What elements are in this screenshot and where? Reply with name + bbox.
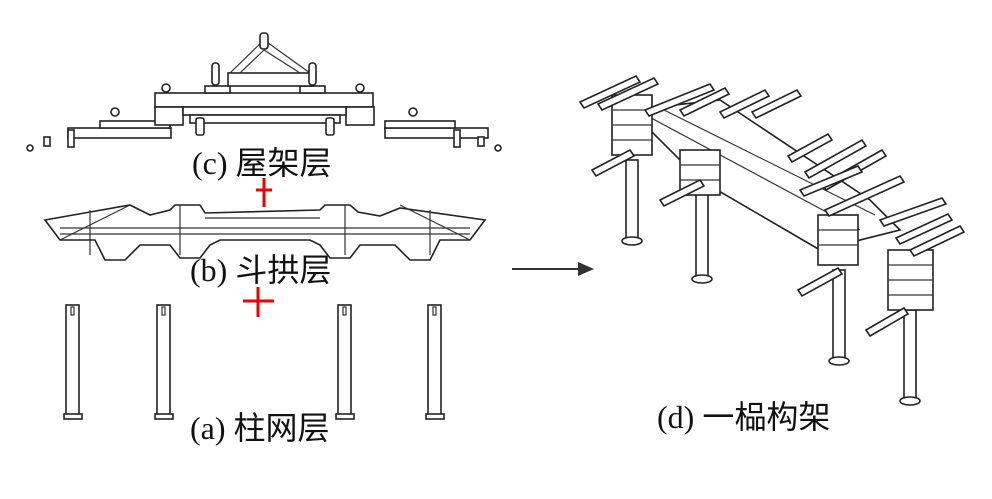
arrow-right-icon: [512, 262, 594, 276]
label-bracket-layer: (b) 斗拱层: [190, 252, 332, 288]
plus-icon: [243, 287, 274, 317]
column: [691, 189, 713, 284]
column: [899, 309, 921, 406]
plus-icon: [256, 178, 272, 207]
column: [63, 304, 83, 420]
column: [154, 304, 174, 420]
bracket-layer: [43, 204, 487, 261]
label-roof-truss-layer: (c) 屋架层: [192, 145, 332, 181]
column: [335, 304, 355, 420]
roof-truss-layer: [26, 32, 502, 152]
assembled-frame: [578, 74, 966, 406]
label-column-grid-layer: (a) 柱网层: [190, 410, 330, 446]
column: [621, 159, 643, 246]
label-assembled-frame: (d) 一榀构架: [657, 399, 831, 435]
column-grid-layer: [63, 304, 445, 420]
column: [425, 304, 445, 420]
column: [828, 269, 850, 366]
